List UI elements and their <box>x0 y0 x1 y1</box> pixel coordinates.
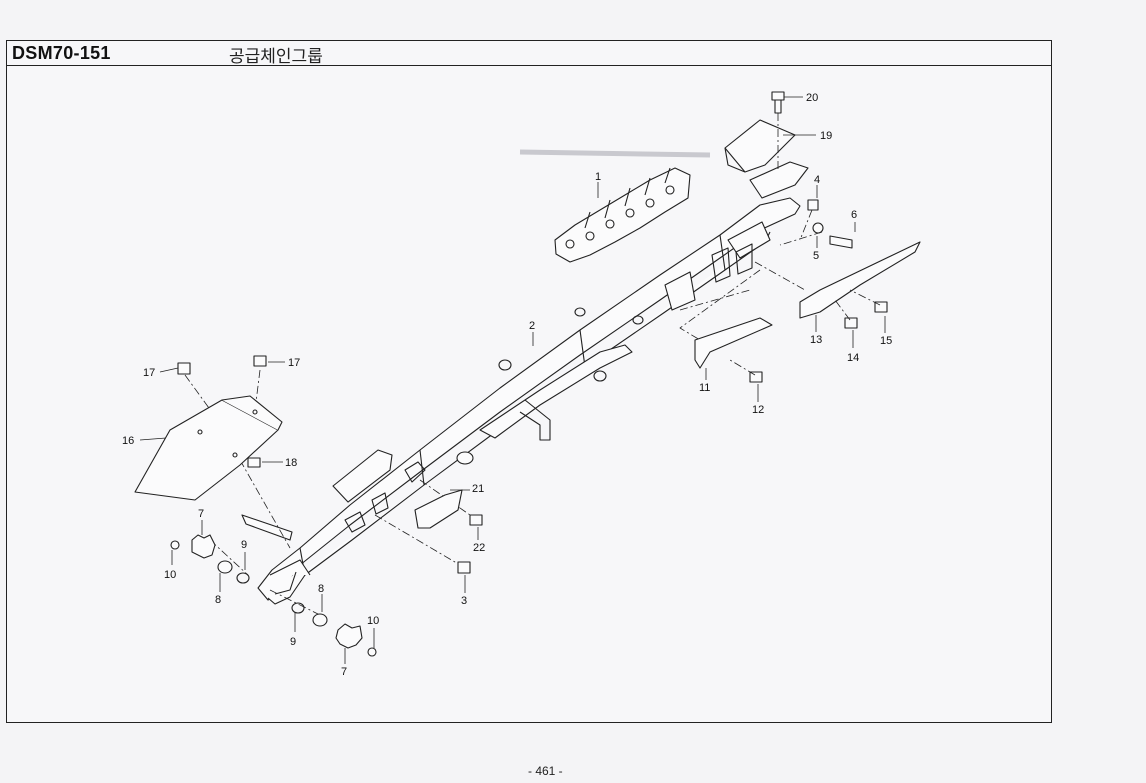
title-bar: DSM70-151 공급체인그룹 <box>7 41 1051 67</box>
bolt-3 <box>457 561 471 574</box>
frame-bracket-left <box>332 449 393 503</box>
callout-9b: 9 <box>290 636 296 648</box>
callout-7b: 7 <box>341 666 347 678</box>
sprocket-7a <box>191 534 216 559</box>
callout-6: 6 <box>851 209 857 221</box>
feed-chain <box>554 167 691 263</box>
frame-bracket-mid <box>664 271 696 311</box>
tensioner-plate <box>749 161 809 199</box>
frame-tab-4 <box>711 247 731 283</box>
bracket-11 <box>694 317 773 369</box>
callout-10a: 10 <box>164 569 176 581</box>
hood-hole-1 <box>197 429 203 435</box>
callout-9a: 9 <box>241 539 247 551</box>
group-title: 공급체인그룹 <box>229 47 323 67</box>
callout-22: 22 <box>473 542 485 554</box>
nut-18 <box>247 457 261 468</box>
model-code: DSM70-151 <box>12 43 111 63</box>
washer-9b <box>291 602 305 614</box>
frame-tab-2 <box>344 511 366 533</box>
callout-16: 16 <box>122 435 134 447</box>
plate-21 <box>414 489 463 529</box>
bearing-8b <box>312 613 328 627</box>
hood-hole-3 <box>232 452 238 458</box>
page-number: - 461 - <box>528 764 563 778</box>
bolt-14 <box>844 317 858 329</box>
bolt-17b <box>253 355 267 367</box>
callout-17a: 17 <box>143 367 155 379</box>
callout-10b: 10 <box>367 615 379 627</box>
callout-13: 13 <box>810 334 822 346</box>
snap-ring-10b <box>367 647 377 657</box>
callout-21: 21 <box>472 483 484 495</box>
mount-arm <box>241 514 293 541</box>
bolt-4 <box>807 199 819 211</box>
bolt-6 <box>829 235 853 249</box>
bearing-8a <box>217 560 233 574</box>
washer-9a <box>236 572 250 584</box>
frame-tab-1 <box>404 461 426 483</box>
sprocket-7b <box>335 623 363 649</box>
frame-tab-5 <box>735 243 753 275</box>
side-guard-13 <box>799 241 921 319</box>
shaft-boss-3 <box>574 307 586 317</box>
frame-tab-3 <box>371 492 389 515</box>
callout-leaders <box>139 96 886 664</box>
scan-smudge <box>519 149 711 158</box>
callout-11: 11 <box>699 382 710 394</box>
bolt-20 <box>771 91 785 114</box>
bolt-12 <box>749 371 763 383</box>
cover-plate-19-edge <box>724 147 746 173</box>
callout-17b: 17 <box>288 357 300 369</box>
shaft-boss-4 <box>632 315 644 325</box>
hood-hole-2 <box>252 409 258 415</box>
callout-18: 18 <box>285 457 297 469</box>
callout-8b: 8 <box>318 583 324 595</box>
callout-15: 15 <box>880 335 892 347</box>
bolt-22 <box>469 514 483 526</box>
callout-2: 2 <box>529 320 535 332</box>
callout-3: 3 <box>461 595 467 607</box>
cover-plate-19 <box>724 119 796 173</box>
callout-7a: 7 <box>198 508 204 520</box>
shaft-boss-1 <box>456 451 474 465</box>
callout-1: 1 <box>595 171 601 183</box>
callout-14: 14 <box>847 352 859 364</box>
bolt-17a <box>177 362 191 375</box>
washer-5 <box>812 222 824 234</box>
callout-20: 20 <box>806 92 818 104</box>
snap-ring-10a <box>170 540 180 550</box>
callout-4: 4 <box>814 174 820 186</box>
callout-labels: 20 19 1 4 6 5 2 13 14 15 11 12 17 17 16 … <box>122 92 892 678</box>
callout-5: 5 <box>813 250 819 262</box>
callout-12: 12 <box>752 404 764 416</box>
shaft-boss-5 <box>593 370 607 382</box>
callout-8a: 8 <box>215 594 221 606</box>
rail-bracket <box>519 399 551 441</box>
guide-rail <box>479 344 633 439</box>
callout-19: 19 <box>820 130 832 142</box>
shaft-boss-2 <box>498 359 512 371</box>
hood-16-flange <box>221 395 283 431</box>
bolt-15 <box>874 301 888 313</box>
